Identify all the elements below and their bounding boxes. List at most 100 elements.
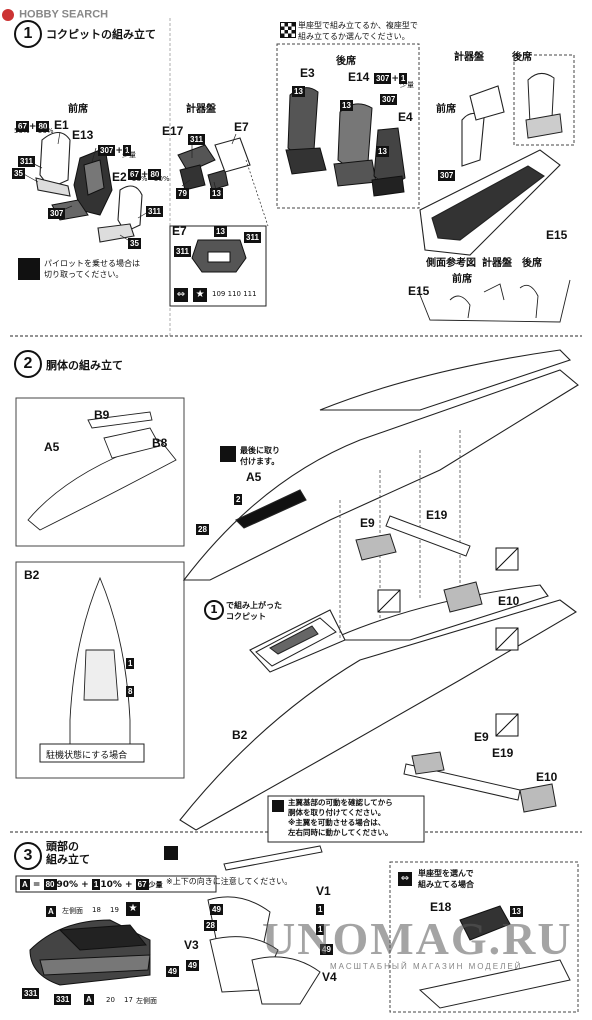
part-331a: 331 [22, 988, 40, 999]
star-icon: ★ [193, 287, 208, 302]
side-ref-label: 側面参考図 [426, 258, 476, 269]
part-28-head: 28 [204, 920, 217, 931]
part-49d: 49 [166, 966, 179, 977]
num-17: 17 [124, 996, 133, 1004]
mix4: 307+1 [374, 73, 408, 84]
mix1: 67+80 [16, 121, 50, 132]
mix1-color-a: 67 [16, 121, 29, 132]
mix1-pa: 50% [14, 127, 30, 135]
front-label-2: 前席 [436, 104, 456, 115]
logo-text: HOBBY SEARCH [19, 8, 109, 21]
watermark: UNOMAG.RU [262, 913, 573, 964]
arrows-icon: ⇔ [174, 287, 188, 302]
e7box-nums: 109 110 111 [212, 290, 257, 298]
mix3: 67+80 [128, 169, 162, 180]
part-1a: 1 [316, 904, 325, 915]
e7box-13: 13 [214, 226, 227, 237]
mix4-note: 少量 [400, 81, 414, 89]
part-49a: 49 [210, 904, 223, 915]
logo-icon [2, 8, 14, 21]
part-79: 79 [176, 188, 189, 199]
part-e9b: E9 [474, 730, 489, 744]
part-e1: E1 [54, 118, 69, 132]
part-e4: E4 [398, 110, 413, 124]
checker-icon [280, 22, 296, 38]
part-307b: 307 [380, 94, 398, 105]
part-8: 8 [126, 686, 135, 697]
rear-label-3: 後席 [522, 258, 542, 269]
part-35b: 35 [128, 238, 141, 249]
glue-icon-2 [272, 800, 284, 812]
updown-note: ※上下の向きに注意してください。 [166, 877, 293, 886]
part-331b: 331 [54, 994, 72, 1005]
part-28: 28 [196, 524, 209, 535]
pilot-cut-icon [18, 258, 40, 280]
mix1-color-b: 80 [36, 121, 50, 132]
part-e18: E18 [430, 900, 452, 914]
mix2: 307+1 [98, 145, 132, 156]
front-label-3: 前席 [452, 274, 472, 285]
part-13d: 13 [376, 146, 389, 157]
part-a2: A [84, 994, 94, 1005]
left-side-label: 左側面 [62, 907, 83, 915]
step3-title: 頭部の 組み立て [46, 840, 90, 866]
part-e3: E3 [300, 66, 315, 80]
instrument-label: 計器盤 [186, 104, 216, 115]
seat-choice-note: 単座型で組み立てるか、複座型で 組み立てるか選んでください。 [298, 21, 418, 41]
step1-title: コクピットの組み立て [46, 28, 156, 41]
part-e19: E19 [426, 508, 448, 522]
part-e9: E9 [360, 516, 375, 530]
front-seat-label: 前席 [68, 104, 88, 115]
e7box-label: E7 [172, 224, 187, 238]
cockpit-note: で組み上がった コクピット [226, 601, 282, 621]
part-e2: E2 [112, 170, 127, 184]
step2-title: 胴体の組み立て [46, 359, 123, 372]
part-e15b: E15 [408, 284, 430, 298]
parked-note: 駐機状態にする場合 [46, 751, 128, 761]
num-20: 20 [106, 996, 115, 1004]
left-side-label-2: 左側面 [136, 997, 157, 1005]
part-e19b: E19 [492, 746, 514, 760]
part-307c: 307 [438, 170, 456, 181]
single-seat-note: 単座型を選んで 組み立てる場合 [418, 869, 474, 889]
part-e7: E7 [234, 120, 249, 134]
logo: HOBBY SEARCH [2, 4, 108, 23]
cockpit-step-ref: 1 [204, 600, 224, 620]
star-icon-3: ★ [126, 902, 140, 916]
part-b2: B2 [232, 728, 248, 742]
part-b8: B8 [152, 436, 168, 450]
last-attach-note: 最後に取り 付けます。 [240, 446, 280, 466]
part-v3: V3 [184, 938, 199, 952]
part-e10b: E10 [536, 770, 558, 784]
part-1: 1 [126, 658, 135, 669]
e7box-311a: 311 [244, 232, 261, 243]
part-a1: A [46, 906, 56, 917]
part-1b: 1 [316, 924, 325, 935]
num-19: 19 [110, 906, 119, 914]
part-13-head: 13 [510, 906, 523, 917]
part-a5: A5 [44, 440, 60, 454]
part-311b: 311 [146, 206, 163, 217]
part-v4: V4 [322, 970, 337, 984]
part-e13: E13 [72, 128, 94, 142]
mix3-pb: 50% [154, 175, 170, 183]
part-a5b: A5 [246, 470, 262, 484]
part-2: 2 [234, 494, 243, 505]
part-b9: B9 [94, 408, 110, 422]
part-e10: E10 [498, 594, 520, 608]
pilot-note: パイロットを乗せる場合は 切り取ってください。 [44, 259, 140, 279]
watermark-sub: МАСШТАБНЫЙ МАГАЗИН МОДЕЛЕЙ [330, 962, 523, 971]
mix2-note: 少量 [122, 151, 136, 159]
part-v1: V1 [316, 884, 331, 898]
rear-label-2: 後席 [512, 52, 532, 63]
part-13a: 13 [210, 188, 223, 199]
glue-icon-3 [164, 846, 178, 860]
part-311c: 311 [188, 134, 205, 145]
part-311a: 311 [18, 156, 35, 167]
num-18: 18 [92, 906, 101, 914]
part-307a: 307 [48, 208, 66, 219]
e7box-311b: 311 [174, 246, 191, 257]
glue-icon [220, 446, 236, 462]
